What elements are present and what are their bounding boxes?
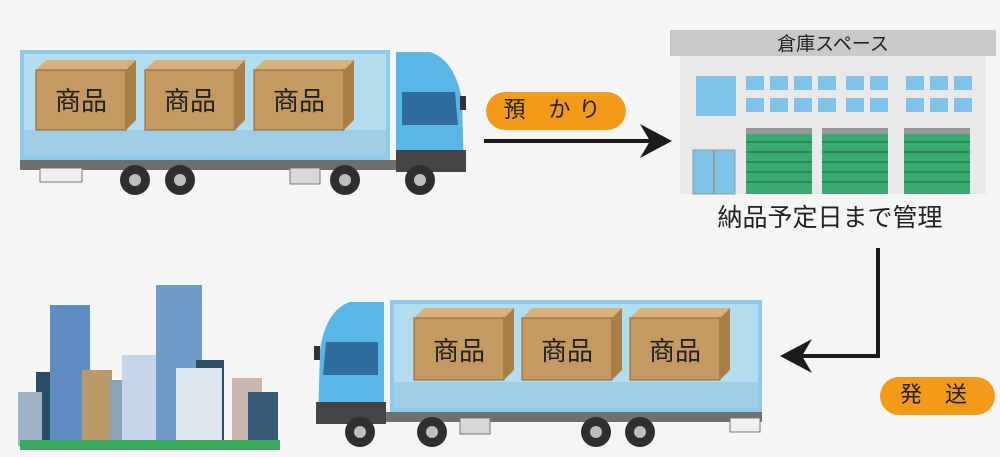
warehouse-sign: 倉庫スペース: [777, 33, 889, 55]
box-label: 商品: [273, 87, 325, 117]
box-label: 商品: [433, 337, 485, 367]
cargo-box: 商品: [35, 60, 136, 131]
arrow-to-outbound-truck: [780, 248, 880, 373]
cargo-box: 商品: [253, 60, 354, 131]
box-label: 商品: [55, 87, 107, 117]
box-label: 商品: [649, 337, 701, 367]
cargo-box: 商品: [521, 308, 622, 381]
box-label: 商品: [541, 337, 593, 367]
cargo-box: 商品: [629, 308, 730, 381]
city-skyline: [18, 285, 280, 450]
ship-label: 発 送: [880, 377, 995, 415]
arrow-to-warehouse: [484, 124, 672, 158]
warehouse-caption: 納品予定日まで管理: [717, 203, 943, 232]
cargo-box: 商品: [413, 308, 514, 381]
cargo-box: 商品: [144, 60, 245, 131]
warehouse-building: [670, 30, 996, 195]
deposit-label: 預 かり: [486, 92, 626, 130]
box-label: 商品: [164, 87, 216, 117]
